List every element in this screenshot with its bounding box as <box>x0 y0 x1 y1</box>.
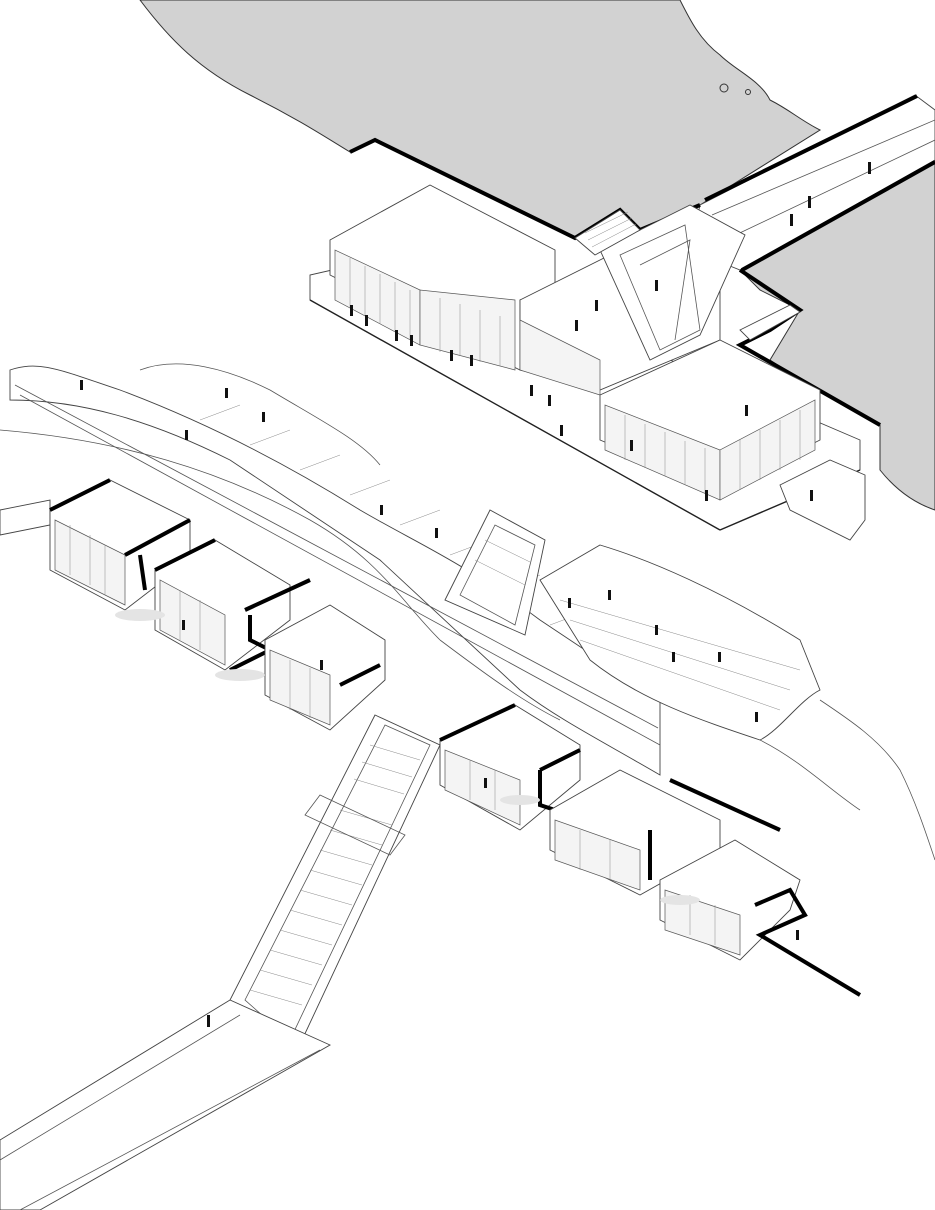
cabin-row-right <box>439 703 862 997</box>
lower-walkway <box>0 999 331 1210</box>
stair-ramp <box>229 714 441 1056</box>
water-body-top <box>139 0 822 239</box>
water-body-right <box>739 159 935 511</box>
sloped-pavilion <box>444 509 546 636</box>
entrance-bridge <box>689 94 935 272</box>
central-terrace <box>9 363 821 776</box>
main-building <box>309 137 881 541</box>
shoreline-path <box>0 429 935 861</box>
cabin-row-left <box>0 478 386 731</box>
